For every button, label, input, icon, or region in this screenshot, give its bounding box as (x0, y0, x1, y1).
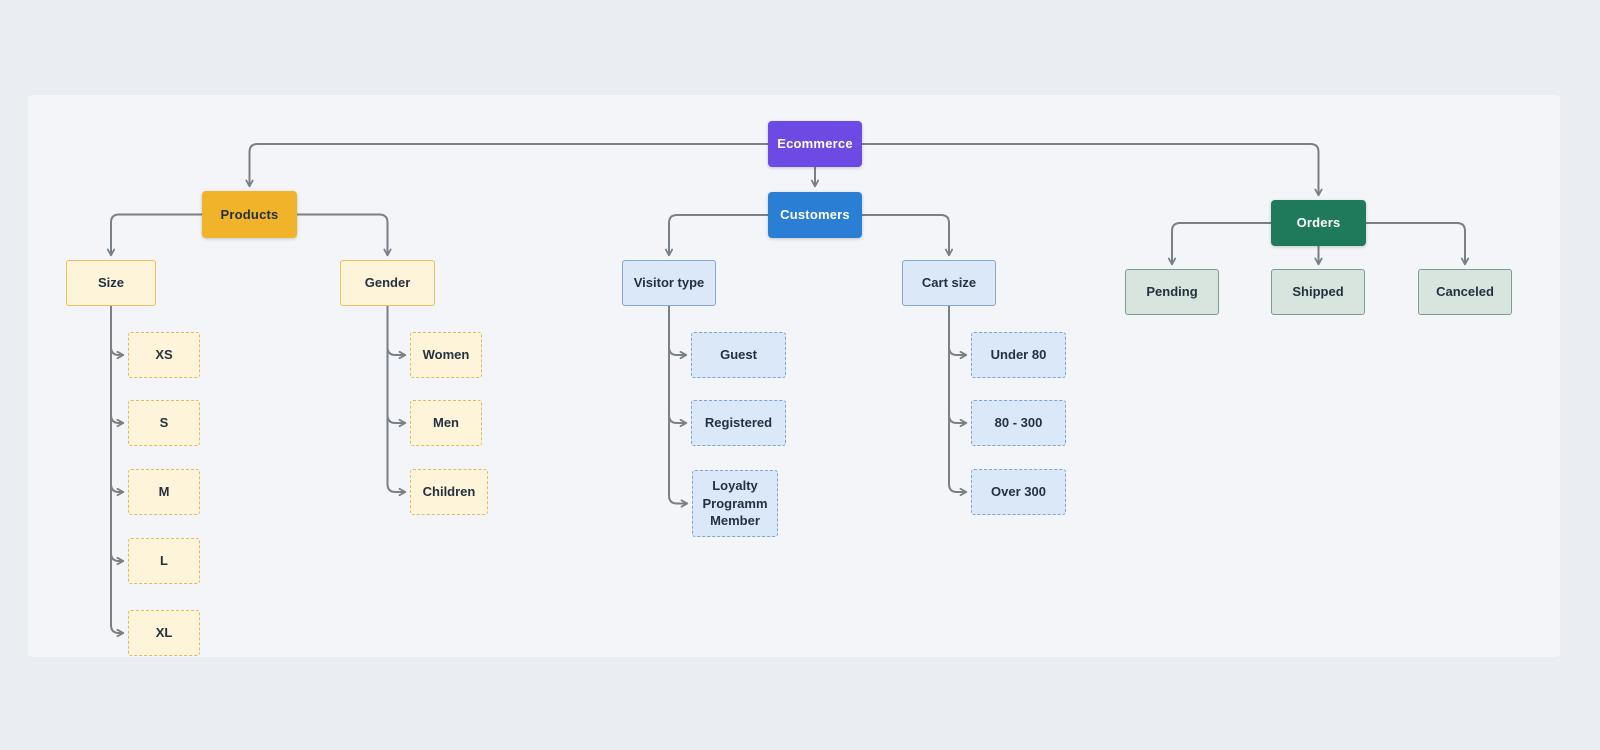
edge-products-gender (296, 213, 388, 256)
edge-ecommerce-orders (861, 143, 1319, 195)
node-cart-size[interactable]: Cart size (902, 260, 996, 306)
edge-size-xl (110, 305, 123, 633)
node-women[interactable]: Women (410, 332, 482, 378)
node-size[interactable]: Size (66, 260, 156, 306)
node-men[interactable]: Men (410, 400, 482, 446)
edge-orders-pending (1172, 222, 1272, 264)
node-orders[interactable]: Orders (1271, 200, 1366, 246)
node-children[interactable]: Children (410, 469, 488, 515)
edge-visitor-type-guest (668, 305, 686, 355)
node-customers[interactable]: Customers (768, 192, 862, 238)
edge-gender-children (386, 305, 406, 492)
edge-cart-size-over-300 (948, 305, 966, 492)
edge-size-l (110, 305, 123, 561)
edge-orders-canceled (1365, 222, 1465, 264)
edge-cart-size-80-300 (948, 305, 966, 423)
node-ecommerce[interactable]: Ecommerce (768, 121, 862, 167)
edge-customers-cart-size (861, 214, 949, 255)
node-shipped[interactable]: Shipped (1271, 269, 1365, 315)
edge-cart-size-under-80 (948, 305, 966, 355)
node-l[interactable]: L (128, 538, 200, 584)
node-pending[interactable]: Pending (1125, 269, 1219, 315)
edge-gender-women (386, 305, 406, 355)
node-guest[interactable]: Guest (691, 332, 786, 378)
node-m[interactable]: M (128, 469, 200, 515)
node-xl[interactable]: XL (128, 610, 200, 656)
edge-ecommerce-products (250, 143, 769, 186)
node-loyalty-programm-member[interactable]: Loyalty Programm Member (692, 470, 778, 537)
diagram-canvas[interactable] (28, 95, 1560, 657)
edge-gender-men (386, 305, 406, 423)
node-products[interactable]: Products (202, 191, 297, 238)
edge-customers-visitor-type (669, 214, 769, 255)
node-gender[interactable]: Gender (340, 260, 435, 306)
node-visitor-type[interactable]: Visitor type (622, 260, 716, 306)
node-canceled[interactable]: Canceled (1418, 269, 1512, 315)
edge-visitor-type-loyalty (668, 305, 687, 504)
node-over-300[interactable]: Over 300 (971, 469, 1066, 515)
edge-size-xs (110, 305, 123, 355)
node-80-300[interactable]: 80 - 300 (971, 400, 1066, 446)
edge-size-s (110, 305, 123, 423)
edge-size-m (110, 305, 123, 492)
edge-visitor-type-registered (668, 305, 686, 423)
node-xs[interactable]: XS (128, 332, 200, 378)
node-registered[interactable]: Registered (691, 400, 786, 446)
edge-products-size (111, 213, 203, 256)
node-under-80[interactable]: Under 80 (971, 332, 1066, 378)
node-s[interactable]: S (128, 400, 200, 446)
